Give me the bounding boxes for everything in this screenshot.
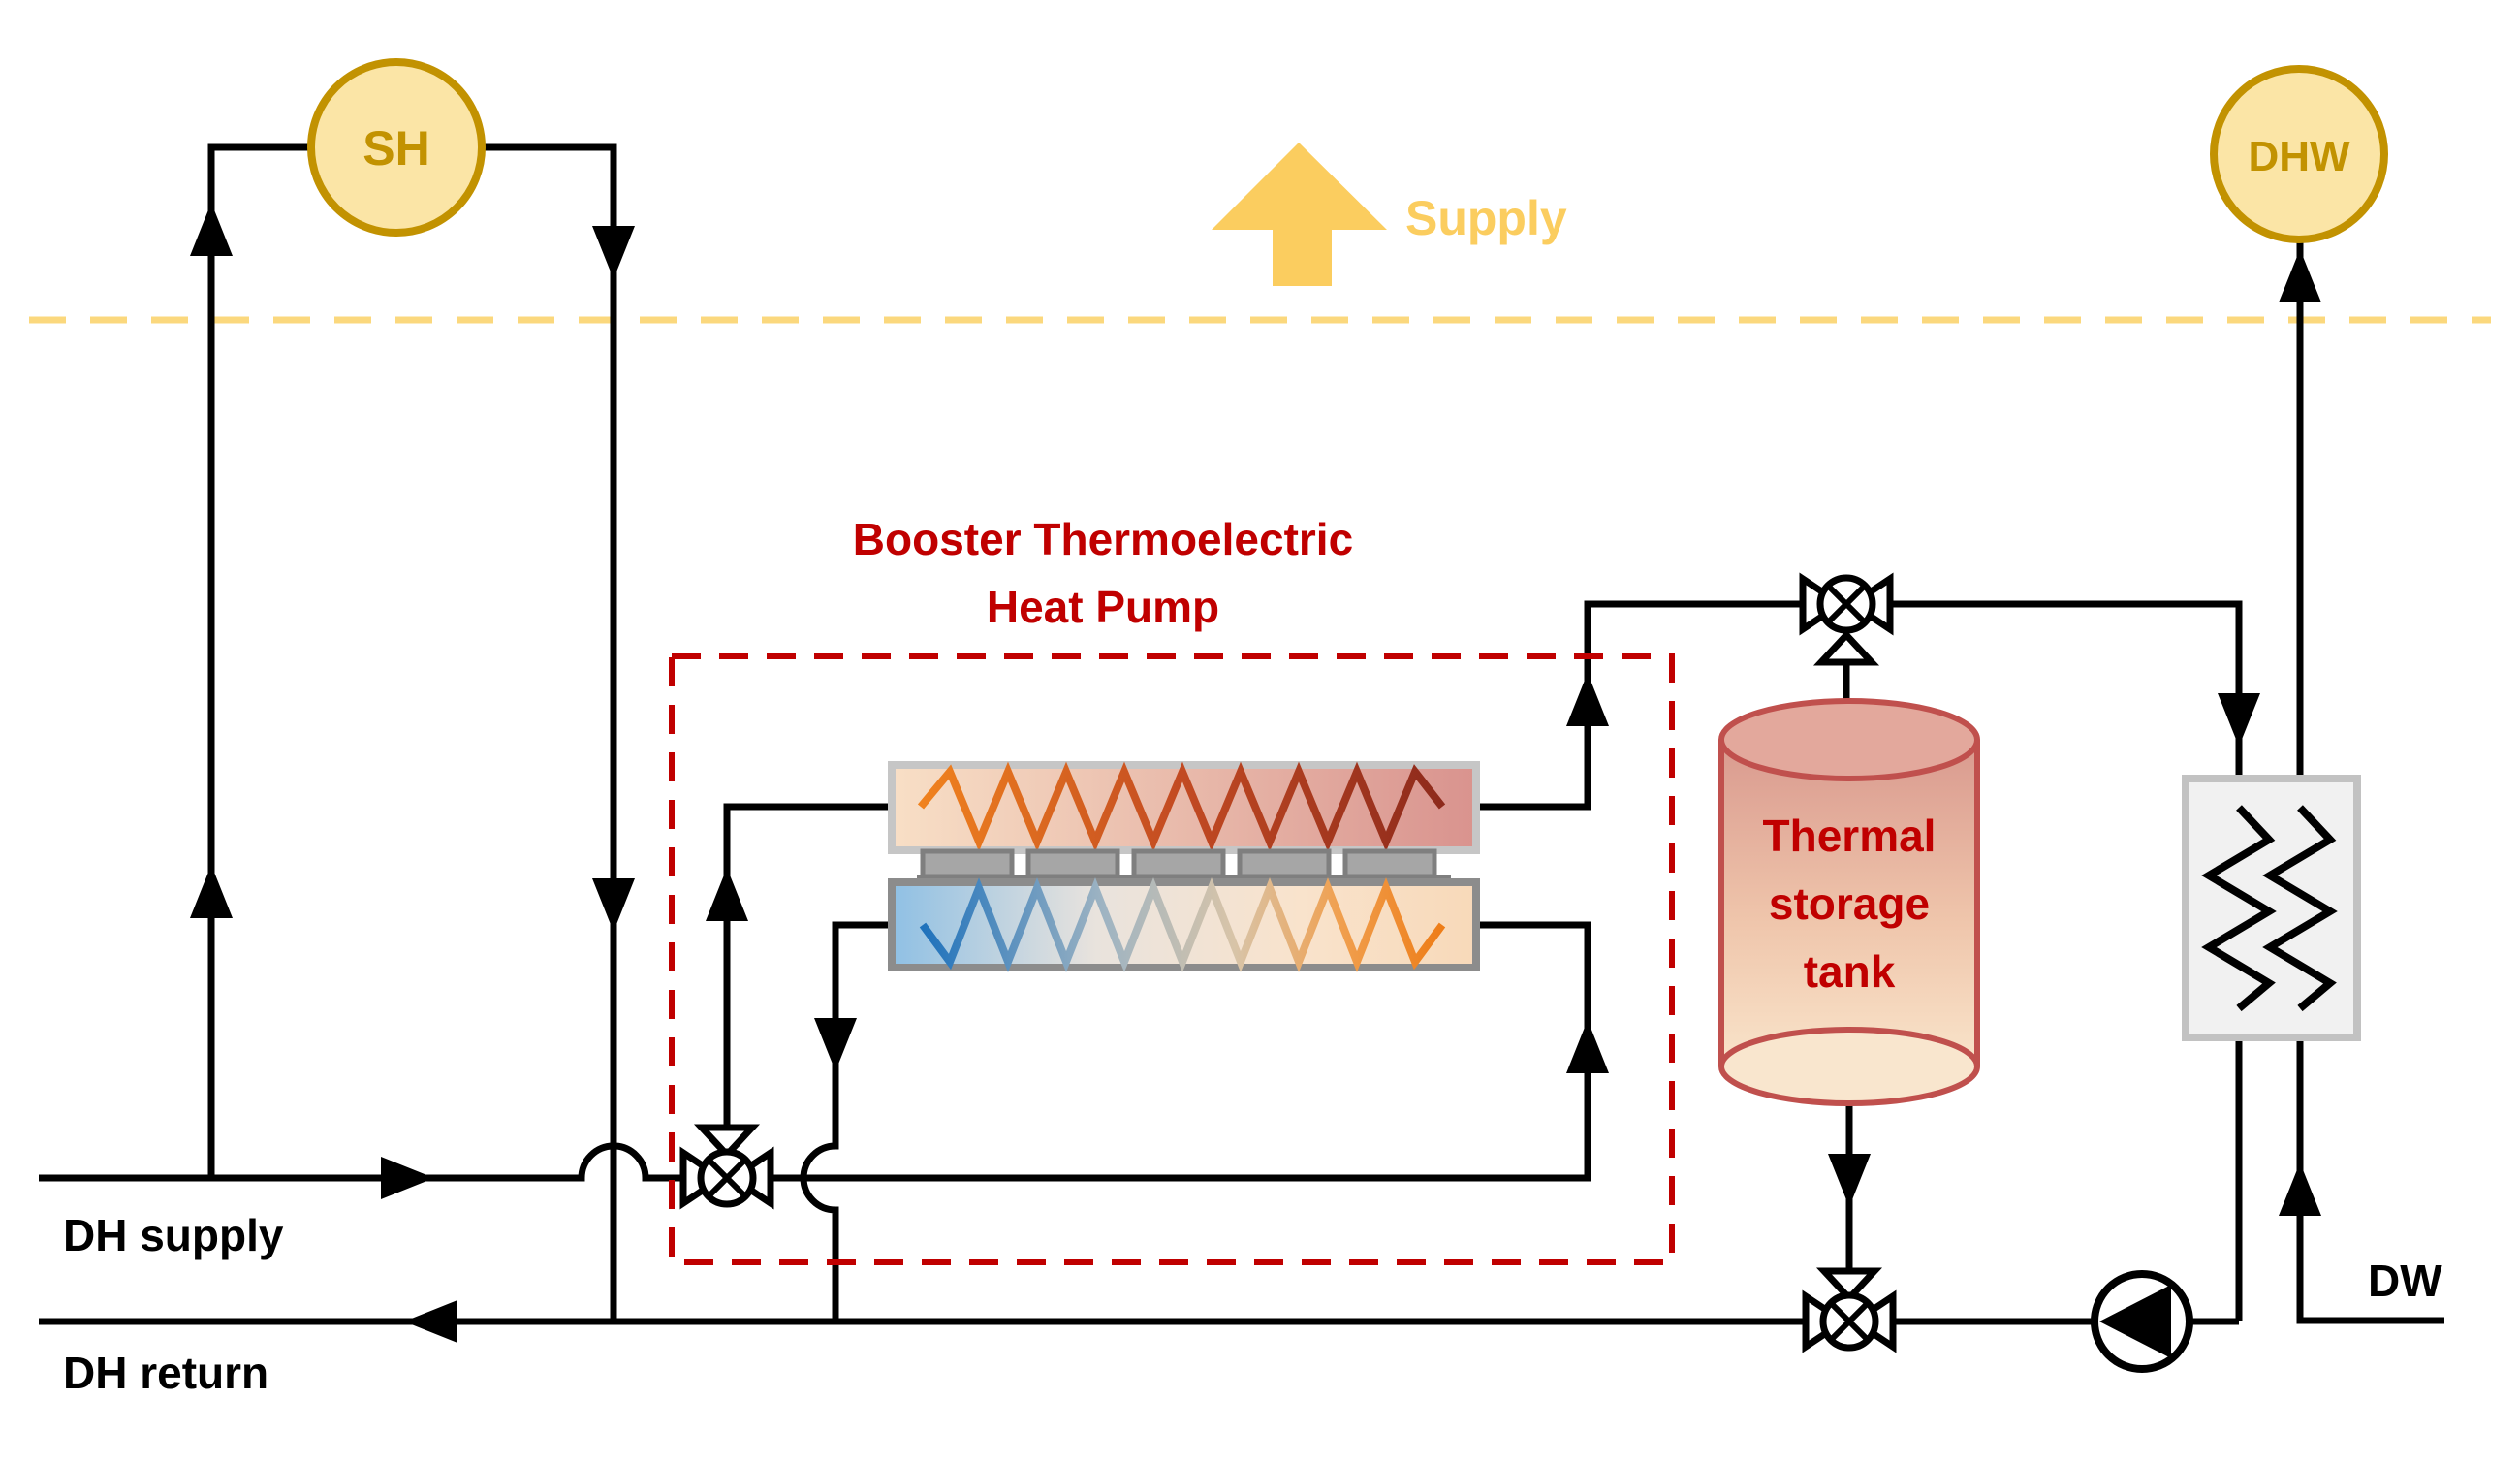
pump-icon [2091,1270,2193,1373]
pipe-sh-riser [207,143,312,1178]
flow-arrows [190,203,2321,1343]
arrow-up-icon [190,203,233,256]
supply-label: Supply [1405,191,1567,245]
pipe-valve-to-hot-exchanger [723,803,923,1136]
space-heating-label: SH [362,121,429,175]
three-way-valve-tank-top-icon [1799,572,1894,666]
heat-exchanger-zigzag-icon [917,761,1446,852]
dh-return-label: DH return [63,1348,268,1398]
three-way-valve-supply-icon [679,1124,774,1210]
arrow-up-icon [2279,1162,2321,1216]
cold-side-heat-exchanger [888,877,1480,972]
heat-exchanger-zigzag-icon [919,877,1446,972]
dhw-heat-exchanger [2182,775,2361,1041]
arrow-down-icon [1828,1154,1871,1207]
arrow-down-icon [814,1018,857,1071]
hot-side-heat-exchanger [888,761,1480,854]
supply-arrow-icon [1212,143,1387,286]
arrow-up-icon [190,865,233,918]
dh-supply-label: DH supply [63,1210,284,1260]
pipe-sh-return [479,143,617,1321]
pipes [39,143,2444,1325]
tank-label-line1: Thermal [1763,811,1937,861]
three-way-valve-return-icon [1802,1267,1897,1353]
arrow-up-icon [2279,249,2321,302]
btehp-title-line1: Booster Thermoelectric [853,514,1353,564]
arrow-up-icon [706,868,748,921]
tank-label-line3: tank [1804,946,1896,997]
arrow-up-icon [1566,673,1609,726]
dhw-node: DHW [2210,65,2388,243]
heat-exchanger-zigzag-icon [2201,805,2277,1012]
pipe-dw-inlet [2296,1008,2444,1324]
arrow-down-icon [2218,693,2260,747]
thermal-storage-tank: Thermal storage tank [1718,698,1980,1106]
pipe-hot-out-to-top-header [1442,600,2243,811]
dhw-label: DHW [2248,133,2350,180]
tank-label-line2: storage [1769,878,1930,929]
arrow-left-icon [404,1300,457,1343]
arrow-right-icon [381,1157,434,1199]
space-heating-node: SH [307,58,486,237]
dw-label: DW [2368,1256,2442,1306]
arrow-down-icon [592,226,635,279]
arrow-down-icon [592,878,635,932]
btehp-title-line2: Heat Pump [987,582,1219,632]
arrow-up-icon [1566,1020,1609,1073]
pipe-dh-supply [39,921,1591,1182]
pipe-cold-exchanger-to-return [800,921,923,1321]
heat-exchanger-zigzag-icon [2262,805,2338,1012]
btehp-boundary-box [669,653,1675,1265]
